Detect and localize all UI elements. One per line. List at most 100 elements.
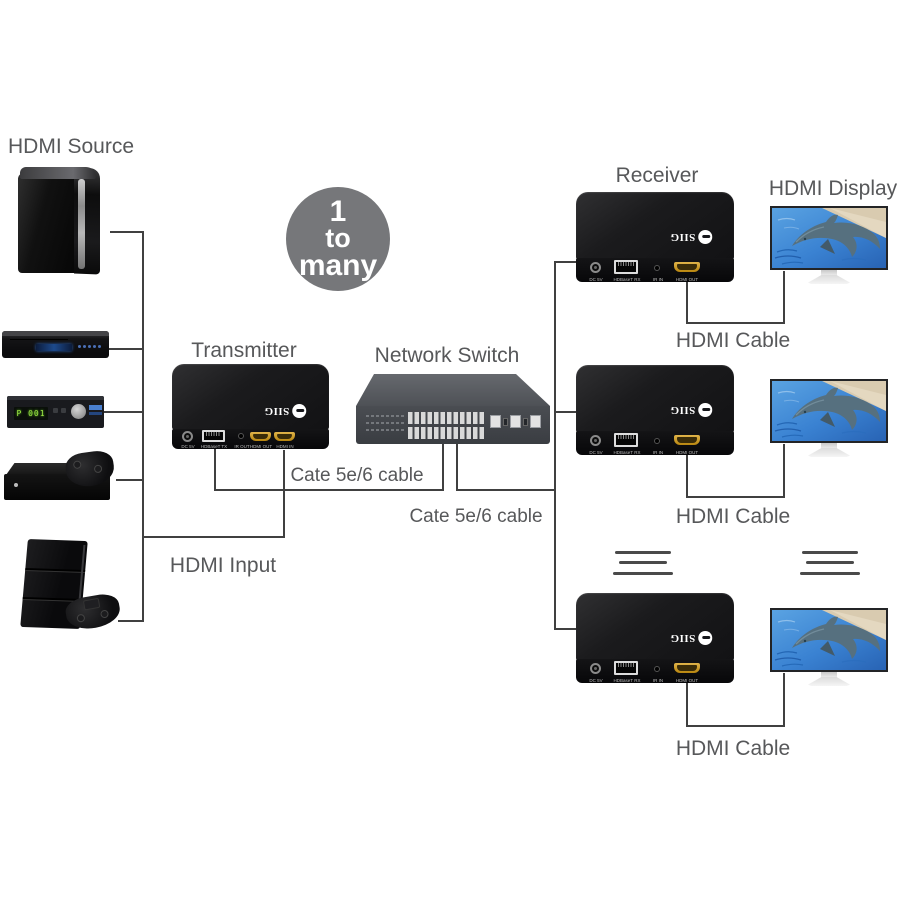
receiver-body: SIIG bbox=[576, 365, 734, 433]
ps4-console bbox=[20, 536, 132, 634]
hdmi-cable-label-1: HDMI Cable bbox=[675, 329, 791, 352]
port-label: DC 5V bbox=[181, 443, 195, 449]
stb-knob bbox=[71, 404, 86, 419]
more-receivers-icon bbox=[615, 551, 671, 554]
receiver-bus-line bbox=[554, 261, 556, 630]
display-stand bbox=[821, 443, 837, 449]
switch-port-row bbox=[408, 412, 486, 424]
display-stand-base bbox=[808, 677, 850, 686]
siig-logo-icon bbox=[698, 631, 713, 645]
port-label: DC 5V bbox=[589, 449, 603, 455]
dvd-player-top bbox=[2, 331, 109, 336]
hdmi-out-port bbox=[250, 432, 271, 441]
receiver-body: SIIG bbox=[576, 593, 734, 661]
ps4-stub-line bbox=[118, 620, 144, 622]
network-switch-unit bbox=[356, 374, 550, 444]
siig-logo: SIIG bbox=[670, 230, 713, 244]
stb-led-display: P 001 bbox=[14, 407, 48, 420]
pc-tower-top bbox=[20, 167, 96, 179]
badge-line-2: to bbox=[325, 223, 351, 254]
port-label: HDMI OUT bbox=[675, 449, 699, 455]
hdmi-cable3-line-a bbox=[686, 681, 688, 727]
set-top-box: P 001 bbox=[7, 396, 104, 428]
display-stand-base bbox=[808, 448, 850, 457]
hdmi-cable3-line-b bbox=[686, 725, 785, 727]
hdmi-source-label: HDMI Source bbox=[8, 135, 135, 158]
port-label: IR IN bbox=[652, 449, 664, 455]
network-switch-label: Network Switch bbox=[374, 344, 520, 367]
siig-logo-text: SIIG bbox=[264, 405, 290, 417]
display-screen bbox=[770, 206, 888, 270]
cat-cable-label-1: Cate 5e/6 cable bbox=[290, 465, 424, 486]
rx2-stub-line bbox=[554, 411, 580, 413]
hdmi-cable1-line-c bbox=[783, 271, 785, 324]
dvd-player bbox=[2, 331, 109, 358]
display-stand bbox=[821, 270, 837, 276]
port-label: HDBaseT RX bbox=[613, 677, 641, 683]
hdbaset-tx-port bbox=[202, 430, 225, 442]
stb-button bbox=[53, 408, 58, 413]
transmitter-unit: SIIG DC 5V HDBaseT TX IR OUT HDMI OUT HD… bbox=[172, 364, 329, 449]
dolphin-image bbox=[772, 610, 886, 670]
ir-in-port bbox=[654, 666, 660, 672]
hdmi-cable2-line-b bbox=[686, 496, 785, 498]
siig-logo: SIIG bbox=[670, 403, 713, 417]
switch-top bbox=[356, 374, 550, 406]
siig-logo-text: SIIG bbox=[670, 231, 696, 243]
dolphin-image bbox=[772, 381, 886, 441]
controller-stick bbox=[99, 609, 110, 619]
controller-stick bbox=[72, 460, 82, 470]
one-to-many-badge: 1 to many bbox=[286, 187, 390, 291]
receiver-label: Receiver bbox=[615, 164, 699, 187]
siig-logo-text: SIIG bbox=[670, 404, 696, 416]
pc-drive-bay bbox=[78, 179, 85, 269]
stb-top bbox=[7, 396, 104, 400]
hdbaset-rx-port bbox=[614, 433, 638, 447]
hdmi-display-label: HDMI Display bbox=[768, 177, 898, 200]
port-label: IR OUT bbox=[234, 443, 250, 449]
dc-power-port bbox=[590, 435, 601, 446]
controller-touchpad bbox=[82, 597, 101, 611]
switch-line-left bbox=[442, 441, 444, 491]
display-screen bbox=[770, 608, 888, 672]
hdmi-input-label: HDMI Input bbox=[169, 554, 277, 577]
xbox-stub-line bbox=[116, 479, 144, 481]
more-displays-icon bbox=[800, 572, 860, 575]
transmitter-label: Transmitter bbox=[191, 339, 297, 362]
hdmi-input-line-h bbox=[142, 536, 285, 538]
receiver-unit-2: SIIG DC 5V HDBaseT RX IR IN HDMI OUT bbox=[576, 365, 734, 455]
hdmi-cable2-line-c bbox=[783, 444, 785, 498]
uplink-port bbox=[490, 415, 501, 428]
switch-front bbox=[356, 406, 550, 444]
more-receivers-icon bbox=[613, 572, 673, 575]
switch-vent bbox=[366, 429, 406, 431]
dvd-buttons bbox=[78, 345, 101, 348]
uplink-port bbox=[510, 415, 521, 428]
hdmi-input-line-v bbox=[283, 450, 285, 538]
source-bus-line bbox=[142, 231, 144, 622]
tx-cat-line-v bbox=[214, 447, 216, 491]
port-label: HDMI IN bbox=[276, 443, 294, 449]
controller-stick bbox=[76, 613, 86, 623]
hdmi-cable3-line-c bbox=[783, 673, 785, 727]
cat-cable-label-2: Cate 5e/6 cable bbox=[409, 506, 543, 527]
display-stand-base bbox=[808, 275, 850, 284]
transmitter-ports-panel: DC 5V HDBaseT TX IR OUT HDMI OUT HDMI IN bbox=[172, 429, 329, 449]
switch-feed-line bbox=[456, 489, 556, 491]
stb-label-sticker bbox=[89, 412, 102, 415]
uplink-port bbox=[530, 415, 541, 428]
hdmi-cable-label-2: HDMI Cable bbox=[675, 505, 791, 528]
port-label: IR IN bbox=[652, 276, 664, 282]
siig-logo-icon bbox=[698, 230, 713, 244]
display-screen bbox=[770, 379, 888, 443]
stb-label-sticker bbox=[89, 405, 102, 410]
display-stand bbox=[821, 672, 837, 678]
dc-power-port bbox=[590, 262, 601, 273]
ir-in-port bbox=[654, 265, 660, 271]
dvd-stub-line bbox=[106, 348, 144, 350]
receiver-unit-1: SIIG DC 5V HDBaseT RX IR IN HDMI OUT bbox=[576, 192, 734, 282]
hdmi-display-3 bbox=[770, 608, 890, 692]
siig-logo: SIIG bbox=[670, 631, 713, 645]
port-label: HDBaseT RX bbox=[613, 449, 641, 455]
stb-stub-line bbox=[102, 411, 144, 413]
